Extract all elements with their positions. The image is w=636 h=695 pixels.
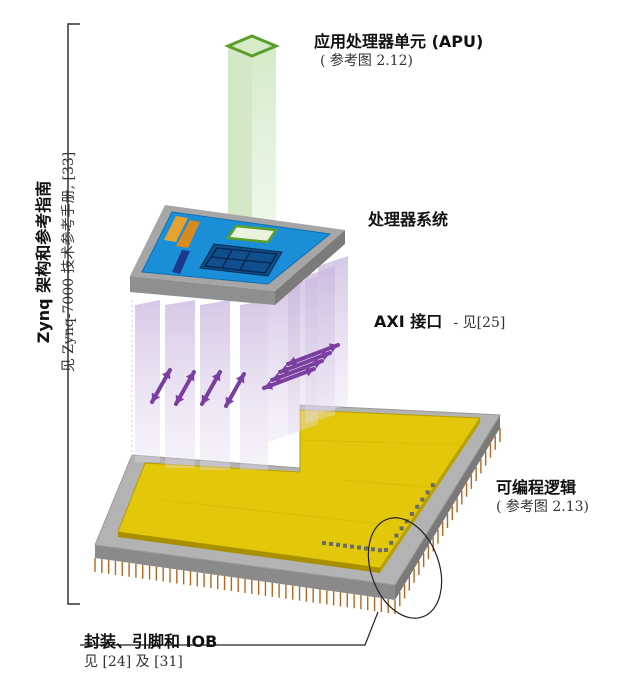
- axi-arrows: [150, 343, 340, 408]
- side-title: Zynq 架构和参考指南: [34, 180, 53, 344]
- package-title: 封装、引脚和 IOB: [84, 632, 218, 651]
- axi-interface-title: AXI 接口 - 见[25]: [374, 312, 505, 332]
- apu-beam: [224, 34, 280, 222]
- axi-reference: - 见[25]: [453, 315, 506, 331]
- processor-grid: [199, 243, 283, 277]
- processor-system-title: 处理器系统: [368, 210, 449, 229]
- iob-callout-line: [80, 611, 379, 646]
- package-reference: 见 [24] 及 [31]: [84, 654, 183, 670]
- axi-panels: [131, 256, 348, 470]
- programmable-logic-title: 可编程逻辑: [496, 478, 577, 497]
- processor-system-board: [130, 205, 345, 305]
- programmable-logic: [117, 409, 481, 573]
- side-reference: 见 Zynq-7000 技术参考手册, [33]: [61, 151, 77, 373]
- side-bracket: [67, 23, 80, 605]
- apu-title: 应用处理器单元 (APU): [314, 32, 484, 51]
- programmable-logic-reference: ( 参考图 2.13): [496, 499, 589, 515]
- axi-title-text: AXI 接口: [374, 312, 443, 331]
- apu-reference: ( 参考图 2.12): [320, 53, 413, 69]
- side-label: Zynq 架构和参考指南 见 Zynq-7000 技术参考手册, [33]: [30, 62, 78, 462]
- iob-callout-ellipse: [367, 517, 443, 619]
